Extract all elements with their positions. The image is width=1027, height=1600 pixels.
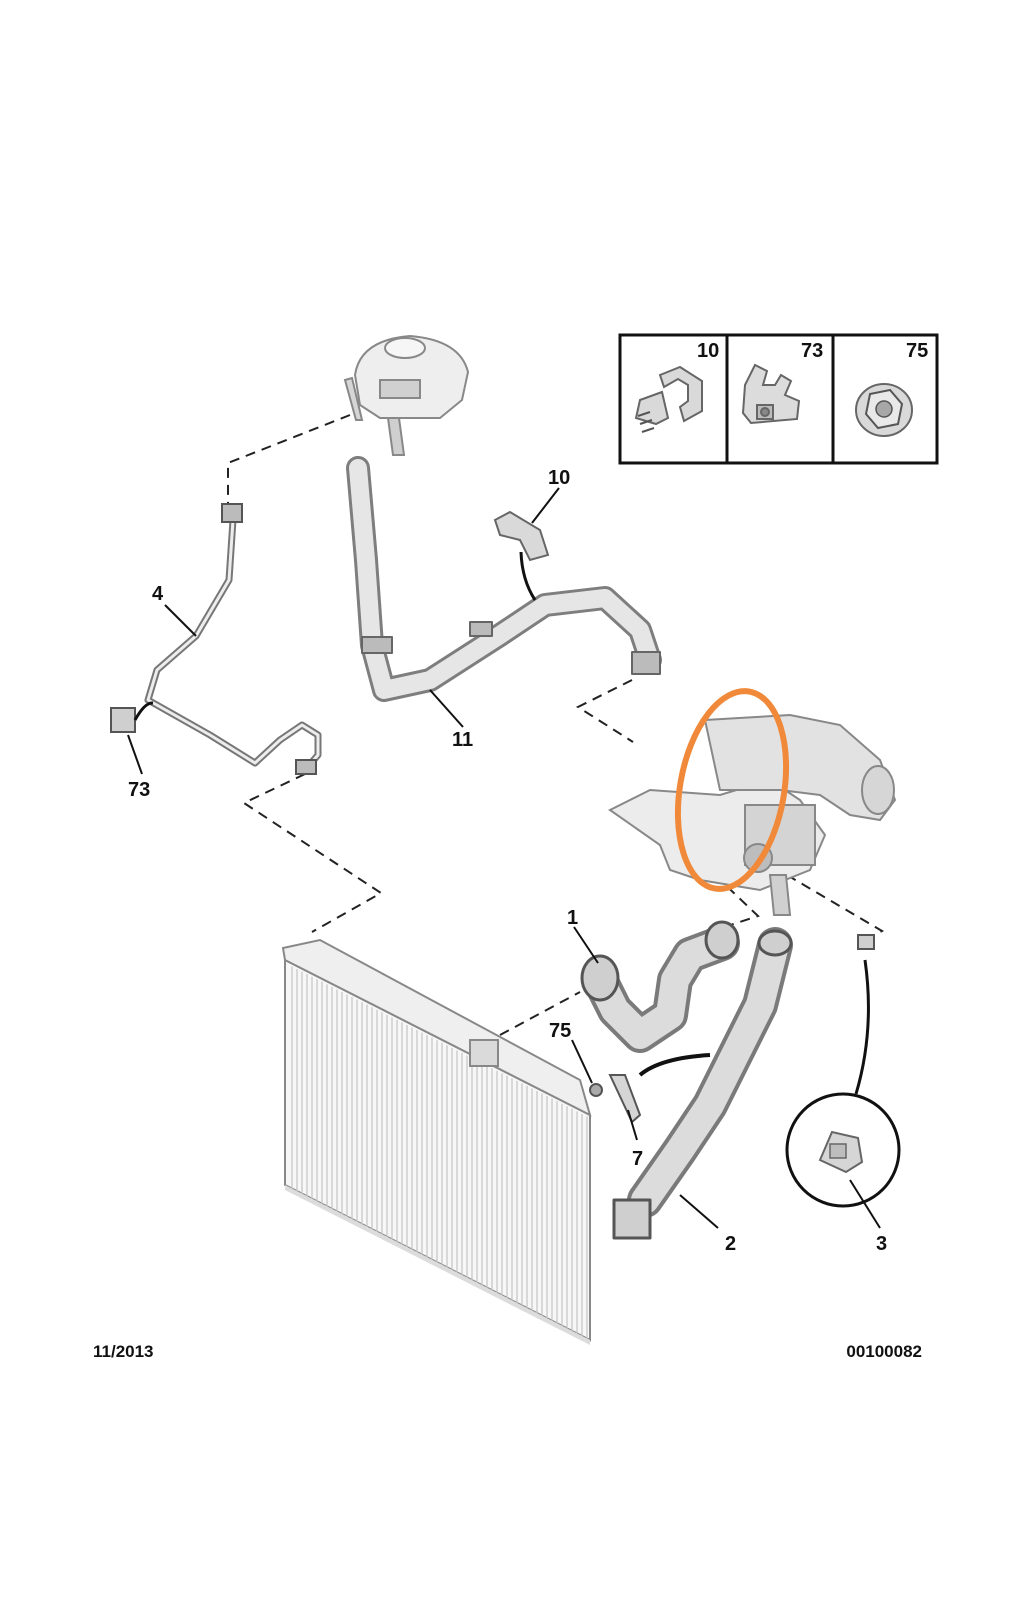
footer-date: 11/2013 [93,1342,154,1361]
pipe-4 [144,503,322,775]
footer-reference-number: 00100082 [846,1342,922,1361]
expansion-tank [343,334,470,456]
dashed-connection-lines [227,414,885,1036]
flange-nut-icon [855,383,913,437]
leader-lines [127,487,881,1229]
callout-4: 4 [152,583,164,605]
hose-clip-icon [634,365,703,433]
part-3-detail [785,934,901,1208]
hose-1 [580,920,740,1053]
inset-label-10: 10 [697,340,719,362]
hose-2 [612,927,793,1240]
radiator [281,938,592,1345]
hose-11 [346,456,662,702]
callout-3: 3 [876,1233,887,1255]
callout-73: 73 [128,779,150,801]
clip-73-part [110,701,154,733]
bracket-7-part [589,1053,711,1124]
retaining-clip-icon [741,363,801,425]
callout-1: 1 [567,907,578,929]
clip-10-part [493,510,550,601]
inset-label-75: 75 [906,340,928,362]
callout-2: 2 [725,1233,736,1255]
callout-11: 11 [452,729,473,751]
callout-75: 75 [549,1020,571,1042]
parts-inset-box: 10 73 75 [618,333,939,465]
callout-10: 10 [548,467,570,489]
water-outlet-housing [608,713,897,916]
radiator-fins [291,966,588,1339]
highlight-ellipse [674,688,790,892]
inset-label-73: 73 [801,340,823,362]
callout-7: 7 [632,1148,643,1170]
